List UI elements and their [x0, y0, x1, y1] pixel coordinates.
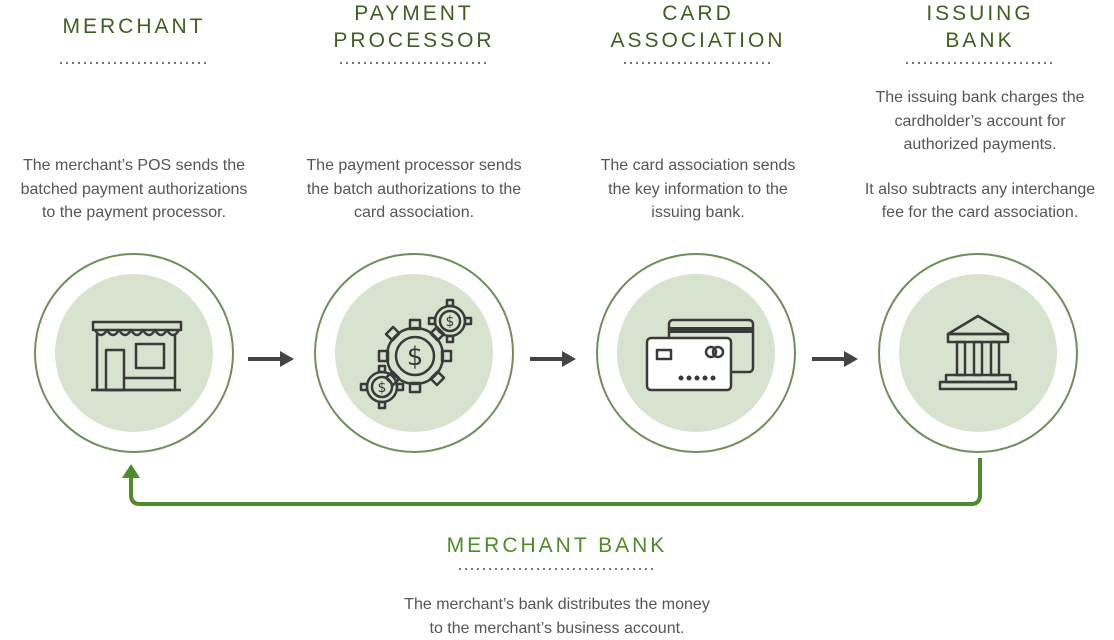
issuing-bank-circle: [878, 253, 1078, 453]
payment-processor-circle: $ $ $: [314, 253, 514, 453]
title-divider: [457, 568, 657, 570]
merchant-bank-title: MERCHANT BANK: [446, 534, 668, 557]
title-divider: [338, 62, 490, 64]
merchant-circle: [34, 253, 234, 453]
merchant-bank-section: MERCHANT BANK: [0, 532, 1114, 570]
step-title: PAYMENT PROCESSOR: [333, 2, 495, 52]
arrow-right-icon: [530, 351, 576, 367]
svg-text:$: $: [407, 342, 424, 372]
step-description: The issuing bank charges the cardholder’…: [864, 89, 1096, 221]
step-issuing-bank: ISSUING BANK: [846, 0, 1114, 64]
step-merchant: MERCHANT: [0, 12, 268, 64]
step-description: The payment processor sends the batch au…: [306, 157, 522, 221]
title-divider: [58, 62, 210, 64]
step-card-association: CARD ASSOCIATION: [564, 0, 832, 64]
storefront-icon: [91, 320, 183, 392]
step-description: The merchant’s POS sends the batched pay…: [20, 157, 248, 221]
arrow-right-icon: [248, 351, 294, 367]
credit-cards-icon: [645, 318, 755, 392]
merchant-bank-description: The merchant’s bank distributes the mone…: [404, 596, 710, 637]
title-divider: [904, 62, 1056, 64]
card-association-circle: [596, 253, 796, 453]
title-divider: [622, 62, 774, 64]
bank-building-icon: [938, 314, 1018, 391]
step-title: ISSUING BANK: [926, 2, 1034, 52]
step-title: MERCHANT: [62, 15, 206, 38]
return-arrow-icon: [122, 458, 982, 506]
step-payment-processor: PAYMENT PROCESSOR: [280, 0, 548, 64]
step-title: CARD ASSOCIATION: [610, 2, 786, 52]
svg-text:$: $: [378, 380, 387, 396]
svg-text:$: $: [446, 314, 455, 330]
step-description: The card association sends the key infor…: [600, 157, 796, 221]
dollar-gears-icon: $ $ $: [359, 298, 473, 410]
arrow-right-icon: [812, 351, 858, 367]
